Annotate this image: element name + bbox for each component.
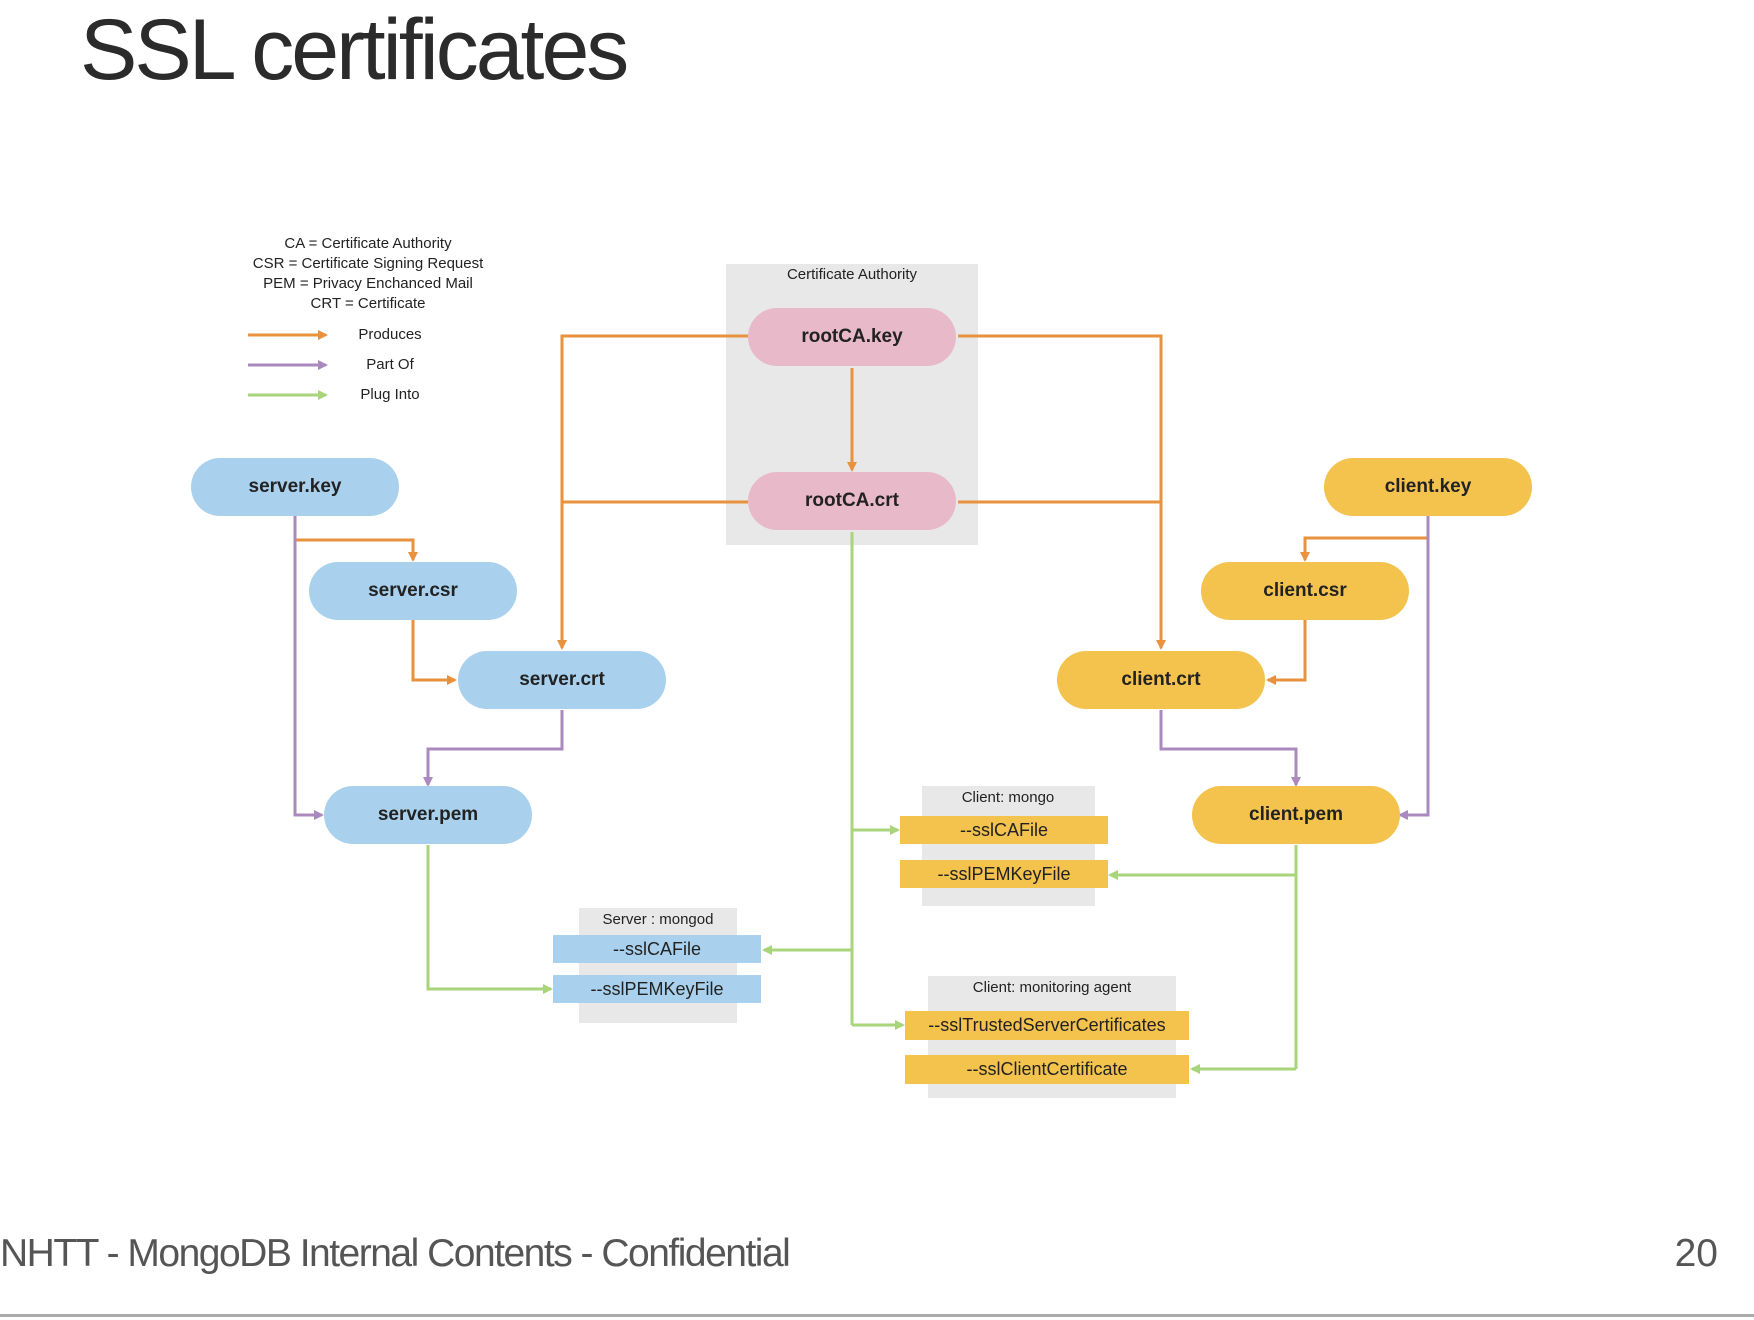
connector-server-key-to-server-csr bbox=[293, 514, 418, 562]
node-client-pem-label: client.pem bbox=[1249, 804, 1343, 825]
legend-abbrev-csr: CSR = Certificate Signing Request bbox=[253, 255, 484, 272]
connector-rootca-key-to-server-crt bbox=[557, 334, 748, 650]
server-mongod-group-label: Server : mongod bbox=[603, 911, 714, 928]
connector-server-pem-to-mongod-pem bbox=[426, 845, 553, 994]
server-mongod-group-box bbox=[579, 908, 737, 1023]
connector-client-csr-to-client-crt bbox=[1266, 620, 1307, 685]
flag-mongo-ssl-pem-key-file-label: --sslPEMKeyFile bbox=[937, 864, 1070, 884]
node-client-pem: client.pem bbox=[1192, 786, 1400, 844]
page-number: 20 bbox=[1674, 1232, 1718, 1275]
node-client-csr-label: client.csr bbox=[1263, 580, 1347, 601]
flag-mongod-ssl-ca-file: --sslCAFile bbox=[553, 935, 761, 963]
connector-server-key-to-server-pem bbox=[293, 514, 324, 820]
node-rootca-key-label: rootCA.key bbox=[801, 326, 903, 347]
connector-client-key-to-client-pem bbox=[1398, 514, 1430, 820]
legend-part-of-label: Part Of bbox=[366, 356, 414, 373]
node-server-crt-label: server.crt bbox=[519, 669, 605, 690]
flag-mongod-ssl-ca-file-label: --sslCAFile bbox=[613, 939, 701, 959]
flag-agent-ssl-trusted-server-certificates: --sslTrustedServerCertificates bbox=[905, 1011, 1189, 1040]
node-server-crt: server.crt bbox=[458, 651, 666, 709]
connector-rootca-key-to-client-crt bbox=[958, 334, 1166, 650]
client-agent-group-label: Client: monitoring agent bbox=[973, 979, 1132, 996]
node-client-crt: client.crt bbox=[1057, 651, 1265, 709]
flag-agent-ssl-trusted-server-certificates-label: --sslTrustedServerCertificates bbox=[928, 1015, 1165, 1035]
legend-abbrev-ca: CA = Certificate Authority bbox=[284, 235, 452, 252]
flag-mongo-ssl-ca-file-label: --sslCAFile bbox=[960, 820, 1048, 840]
node-server-key: server.key bbox=[191, 458, 399, 516]
part-of-connectors bbox=[293, 514, 1430, 820]
connector-client-key-to-client-csr bbox=[1300, 536, 1428, 562]
flag-mongod-ssl-pem-key-file-label: --sslPEMKeyFile bbox=[590, 979, 723, 999]
flag-agent-ssl-client-certificate: --sslClientCertificate bbox=[905, 1055, 1189, 1084]
node-server-csr: server.csr bbox=[309, 562, 517, 620]
connector-server-crt-to-server-pem bbox=[423, 710, 564, 787]
node-client-key: client.key bbox=[1324, 458, 1532, 516]
node-rootca-crt-label: rootCA.crt bbox=[805, 490, 900, 511]
node-server-pem: server.pem bbox=[324, 786, 532, 844]
plug-into-connectors bbox=[426, 532, 1298, 1074]
connector-server-csr-to-server-crt bbox=[411, 620, 457, 685]
client-mongo-group-label: Client: mongo bbox=[962, 789, 1055, 806]
flag-mongo-ssl-ca-file: --sslCAFile bbox=[900, 816, 1108, 844]
flag-mongod-ssl-pem-key-file: --sslPEMKeyFile bbox=[553, 975, 761, 1003]
legend-plug-into-label: Plug Into bbox=[360, 386, 419, 403]
node-server-csr-label: server.csr bbox=[368, 580, 458, 601]
legend-abbrev-pem: PEM = Privacy Enchanced Mail bbox=[263, 275, 473, 292]
legend-produces-label: Produces bbox=[358, 326, 421, 343]
footer-text: NHTT - MongoDB Internal Contents - Confi… bbox=[0, 1232, 791, 1275]
node-server-pem-label: server.pem bbox=[378, 804, 478, 825]
node-server-key-label: server.key bbox=[249, 476, 342, 497]
slide-title: SSL certificates bbox=[80, 2, 629, 98]
node-client-crt-label: client.crt bbox=[1121, 669, 1201, 690]
flag-mongo-ssl-pem-key-file: --sslPEMKeyFile bbox=[900, 860, 1108, 888]
legend: CA = Certificate Authority CSR = Certifi… bbox=[248, 235, 484, 403]
node-rootca-key: rootCA.key bbox=[748, 308, 956, 366]
bottom-rule bbox=[0, 1314, 1754, 1317]
flag-agent-ssl-client-certificate-label: --sslClientCertificate bbox=[966, 1059, 1127, 1079]
legend-abbrev-crt: CRT = Certificate bbox=[311, 295, 426, 312]
connector-client-crt-to-client-pem bbox=[1159, 710, 1301, 787]
node-client-key-label: client.key bbox=[1385, 476, 1472, 497]
ca-group-label: Certificate Authority bbox=[787, 266, 918, 283]
node-client-csr: client.csr bbox=[1201, 562, 1409, 620]
node-rootca-crt: rootCA.crt bbox=[748, 472, 956, 530]
